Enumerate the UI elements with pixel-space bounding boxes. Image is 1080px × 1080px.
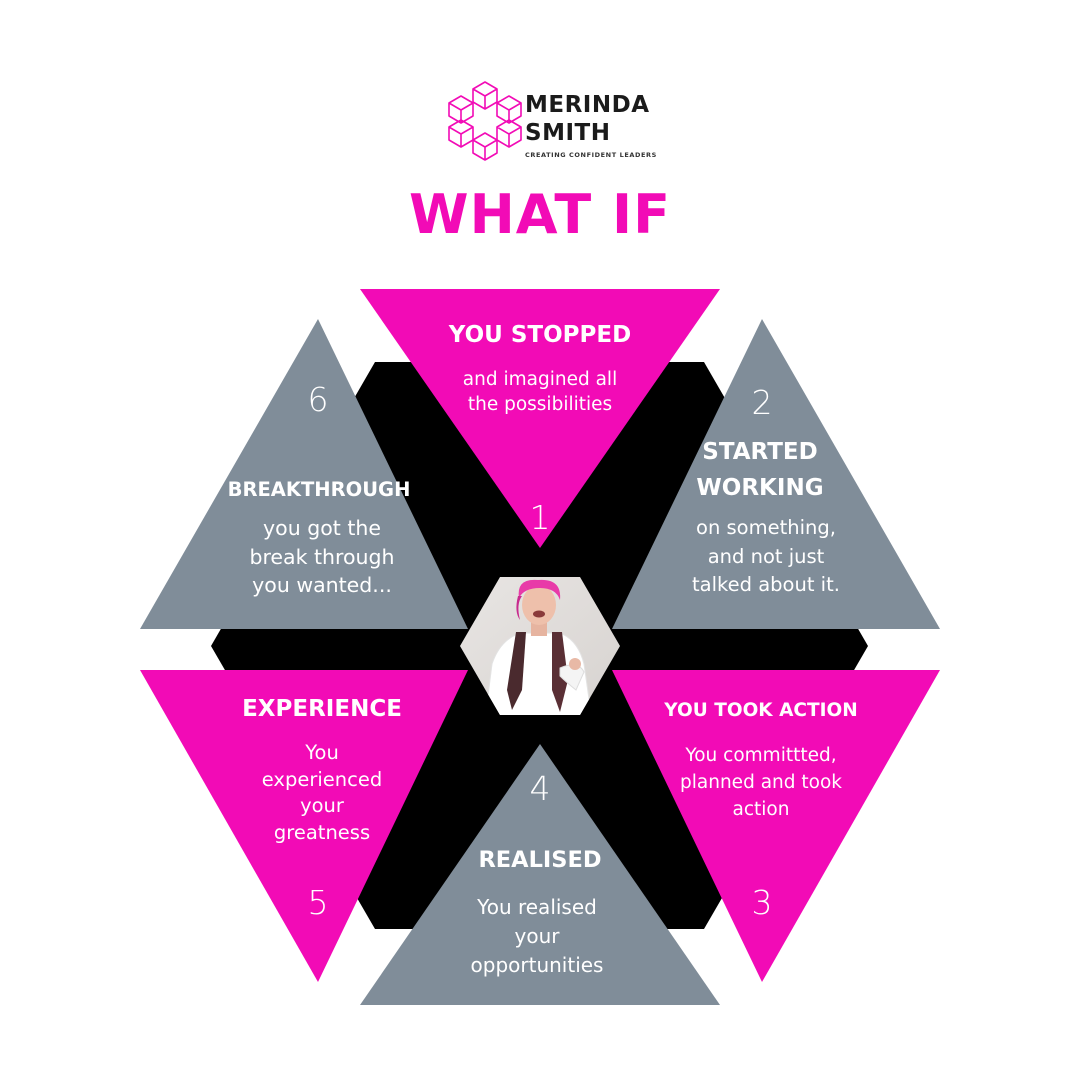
segment-6-title: BREAKTHROUGH [227, 478, 411, 501]
segment-3-body-line: You committted, [685, 745, 837, 766]
segment-6-body-line: you got the [263, 516, 381, 540]
segment-5-body-line: experienced [261, 767, 383, 791]
brand-name-line1: MERINDA [525, 92, 650, 118]
segment-5-body-line: You [305, 741, 339, 764]
center-photo [460, 577, 620, 715]
segment-5-title: EXPERIENCE [242, 696, 402, 722]
segment-3-triangle [612, 670, 940, 982]
brand-tagline: CREATING CONFIDENT LEADERS [525, 151, 657, 159]
segment-4-title: REALISED [478, 847, 602, 873]
segment-6-number: 6 [307, 380, 329, 419]
cubes-hexagon-icon [448, 81, 522, 161]
page-title: WHAT IF [409, 183, 671, 246]
segment-1-body-line: the possibilities [467, 394, 613, 415]
segment-4-body-line: You realised [477, 895, 597, 919]
segment-3-title: YOU TOOK ACTION [664, 700, 858, 721]
segment-2-triangle [612, 319, 940, 629]
segment-1-title: YOU STOPPED [448, 322, 632, 348]
segment-6-triangle [140, 319, 468, 629]
segment-2-body-line: on something, [696, 516, 836, 539]
segment-1-triangle [360, 289, 720, 548]
segment-5-body-line: your [300, 794, 344, 817]
segment-5-body-line: greatness [273, 820, 371, 844]
segment-6-body-line: break through [249, 544, 395, 569]
segment-2-number: 2 [751, 383, 773, 422]
segment-3-body-line: planned and took [680, 772, 842, 793]
segment-4-triangle [360, 744, 720, 1005]
segment-5-number: 5 [307, 883, 329, 922]
segment-1-number: 1 [529, 498, 551, 537]
segment-4-number: 4 [529, 769, 551, 808]
segment-1-body-line: and imagined all [462, 369, 618, 390]
segment-3-number: 3 [751, 883, 773, 922]
segment-2-body-line: and not just [707, 544, 825, 568]
segment-4-body-line: your [514, 924, 560, 948]
segment-2-title: WORKING [696, 475, 824, 501]
brand-name-line2: SMITH [525, 120, 611, 146]
segment-3-body-line: action [732, 799, 790, 820]
segment-2-body-line: talked about it. [692, 573, 840, 596]
segment-2-title: STARTED [702, 439, 818, 465]
segment-4-body-line: opportunities [470, 953, 604, 977]
brand-logo: MERINDA SMITH CREATING CONFIDENT LEADERS [445, 80, 656, 162]
segment-5-triangle [140, 670, 468, 982]
segment-6-body-line: you wanted... [252, 573, 392, 597]
